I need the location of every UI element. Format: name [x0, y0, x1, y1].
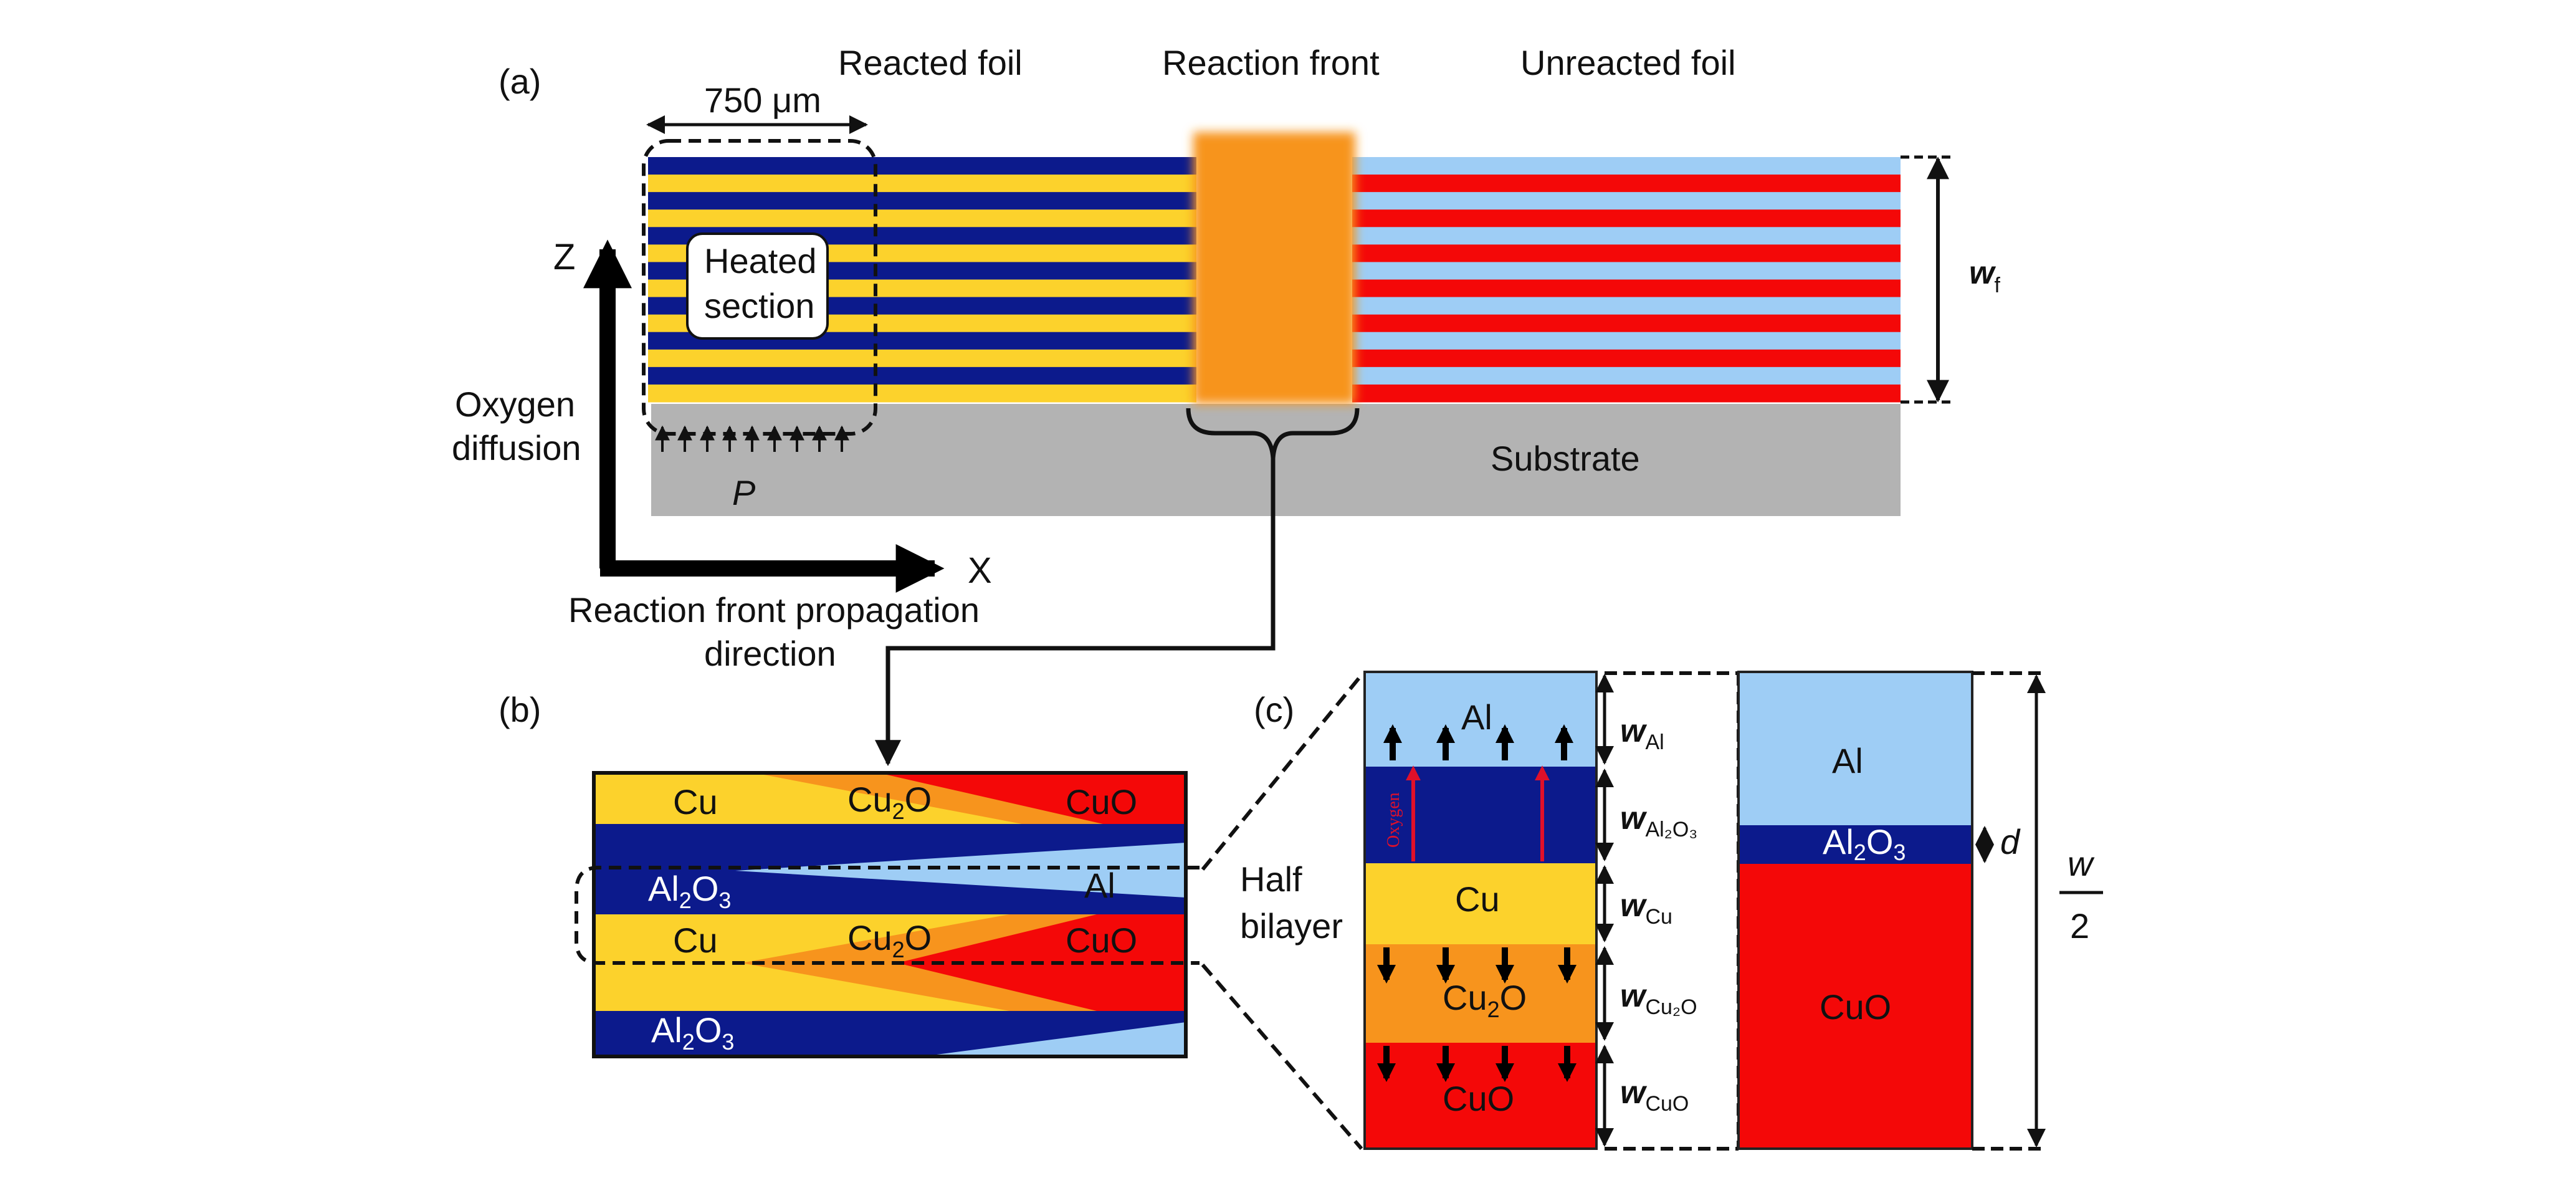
- panel-b: (b) Cu Cu2O CuO Al2O3 Al Cu Cu2O CuO Al2…: [499, 674, 1363, 1150]
- b-cuo-top-label: CuO: [1066, 782, 1137, 821]
- unreacted-stripe: [1352, 192, 1901, 210]
- reacted-stripe: [648, 209, 1196, 227]
- oxygen-diffusion-line1: Oxygen: [455, 385, 575, 424]
- c-w2-numerator: w: [2068, 844, 2095, 883]
- reacted-stripe: [648, 384, 1196, 403]
- panel-c-label: (c): [1254, 690, 1294, 729]
- reacted-stripe: [648, 157, 1196, 175]
- unreacted-foil-stripes: [1352, 157, 1901, 403]
- c-w-cu-label: wCu: [1620, 888, 1672, 929]
- pressure-arrows: [655, 425, 849, 452]
- reacted-foil-label: Reacted foil: [838, 43, 1023, 82]
- zoom-line-bottom: [1201, 964, 1363, 1150]
- oxygen-diffusion-line2: diffusion: [452, 428, 581, 467]
- unreacted-stripe: [1352, 366, 1901, 385]
- panel-c: (c) Oxygen Al Cu Cu2O CuO wAl wAl₂O₃ wCu…: [1254, 671, 2103, 1151]
- b-cu2o-mid-label: Cu2O: [847, 918, 932, 962]
- reacted-stripe: [648, 349, 1196, 368]
- c-right-al2o3: [1739, 825, 1972, 864]
- substrate: [651, 404, 1901, 516]
- substrate-label: Substrate: [1491, 439, 1640, 478]
- unreacted-stripe: [1352, 175, 1901, 193]
- heated-section-outline: [642, 139, 877, 436]
- x-axis-label: X: [968, 550, 992, 591]
- propagation-line1: Reaction front propagation: [568, 590, 980, 630]
- c-al-label: Al: [1461, 697, 1492, 737]
- unreacted-stripe: [1352, 384, 1901, 403]
- unreacted-stripe: [1352, 244, 1901, 262]
- b-al-label: Al: [1084, 866, 1115, 905]
- panel-a-label: (a): [499, 62, 541, 101]
- unreacted-stripe: [1352, 227, 1901, 245]
- c-left-cu2o: [1365, 944, 1596, 1043]
- unreacted-stripe: [1352, 209, 1901, 227]
- heated-section-line2: section: [704, 286, 814, 325]
- b-cu-mid-label: Cu: [673, 921, 718, 960]
- c-right-border: [1737, 671, 1973, 1150]
- unreacted-stripe: [1352, 279, 1901, 298]
- c-w-al2o3-label: wAl₂O₃: [1620, 800, 1697, 841]
- wf-label: wf: [1969, 255, 2000, 297]
- b-half-bilayer-outline: [575, 866, 1200, 965]
- b-cuo-wedge-top: [879, 773, 1186, 824]
- scale-label: 750 μm: [704, 80, 821, 120]
- heated-section-label-box: [686, 232, 829, 340]
- reaction-front-brace: [1186, 408, 1360, 459]
- b-panel-border: [592, 771, 1188, 1058]
- c-w-cuo-label: wCuO: [1620, 1075, 1689, 1116]
- b-cuo-mid-label: CuO: [1066, 921, 1137, 960]
- b-cu-top-label: Cu: [673, 782, 718, 821]
- c-right-cuo: [1739, 864, 1972, 1149]
- b-half-line2: bilayer: [1240, 906, 1343, 946]
- connector-to-panel-b: [875, 458, 1276, 767]
- z-axis-label: Z: [553, 237, 575, 277]
- b-al-wedge-upper: [735, 843, 1186, 898]
- b-half-line1: Half: [1240, 860, 1302, 899]
- unreacted-stripe: [1352, 262, 1901, 280]
- c-down-arrows: [1377, 947, 1577, 1082]
- unreacted-stripe: [1352, 349, 1901, 368]
- reaction-front-band: [1193, 132, 1355, 404]
- propagation-line2: direction: [704, 634, 836, 673]
- reacted-stripe: [648, 192, 1196, 210]
- heated-section-line1: Heated: [704, 241, 817, 280]
- b-al-wedge-lower: [922, 1022, 1186, 1056]
- c-left-cu: [1365, 863, 1596, 944]
- c-d-label: d: [2000, 822, 2021, 861]
- unreacted-stripe: [1352, 332, 1901, 350]
- c-al-oxygen-arrows: [1383, 724, 1573, 760]
- c-w2-denominator: 2: [2070, 906, 2089, 946]
- c-right-al: [1739, 672, 1972, 825]
- reaction-front-label: Reaction front: [1162, 43, 1380, 82]
- c-cuo-left-label: CuO: [1443, 1079, 1514, 1118]
- panel-b-label: (b): [499, 690, 541, 729]
- c-right-al2o3-label: Al2O3: [1823, 822, 1906, 865]
- c-left-cuo: [1365, 1043, 1596, 1149]
- panel-a: (a) Substrate Reacted foil Reaction fron…: [452, 43, 2000, 767]
- c-left-al2o3: [1365, 767, 1596, 863]
- c-cu-label: Cu: [1455, 879, 1500, 919]
- c-cu2o-label: Cu2O: [1443, 978, 1527, 1022]
- c-left-al: [1365, 672, 1596, 767]
- unreacted-foil-label: Unreacted foil: [1520, 43, 1736, 82]
- unreacted-stripe: [1352, 314, 1901, 333]
- c-w-cu2o-label: wCu₂O: [1620, 978, 1697, 1019]
- c-right-cuo-label: CuO: [1820, 987, 1891, 1027]
- reacted-stripe: [648, 366, 1196, 385]
- pressure-label: P: [732, 473, 755, 512]
- b-al2o3-upper-label: Al2O3: [648, 869, 731, 913]
- c-right-al-label: Al: [1832, 741, 1863, 780]
- unreacted-stripe: [1352, 297, 1901, 315]
- b-al2o3-lower-label: Al2O3: [651, 1010, 734, 1055]
- b-cu2o-top-label: Cu2O: [847, 780, 932, 824]
- c-w-al-label: wAl: [1620, 713, 1664, 754]
- unreacted-stripe: [1352, 157, 1901, 175]
- c-oxygen-vertical-label: Oxygen: [1384, 792, 1403, 848]
- reacted-stripe: [648, 175, 1196, 193]
